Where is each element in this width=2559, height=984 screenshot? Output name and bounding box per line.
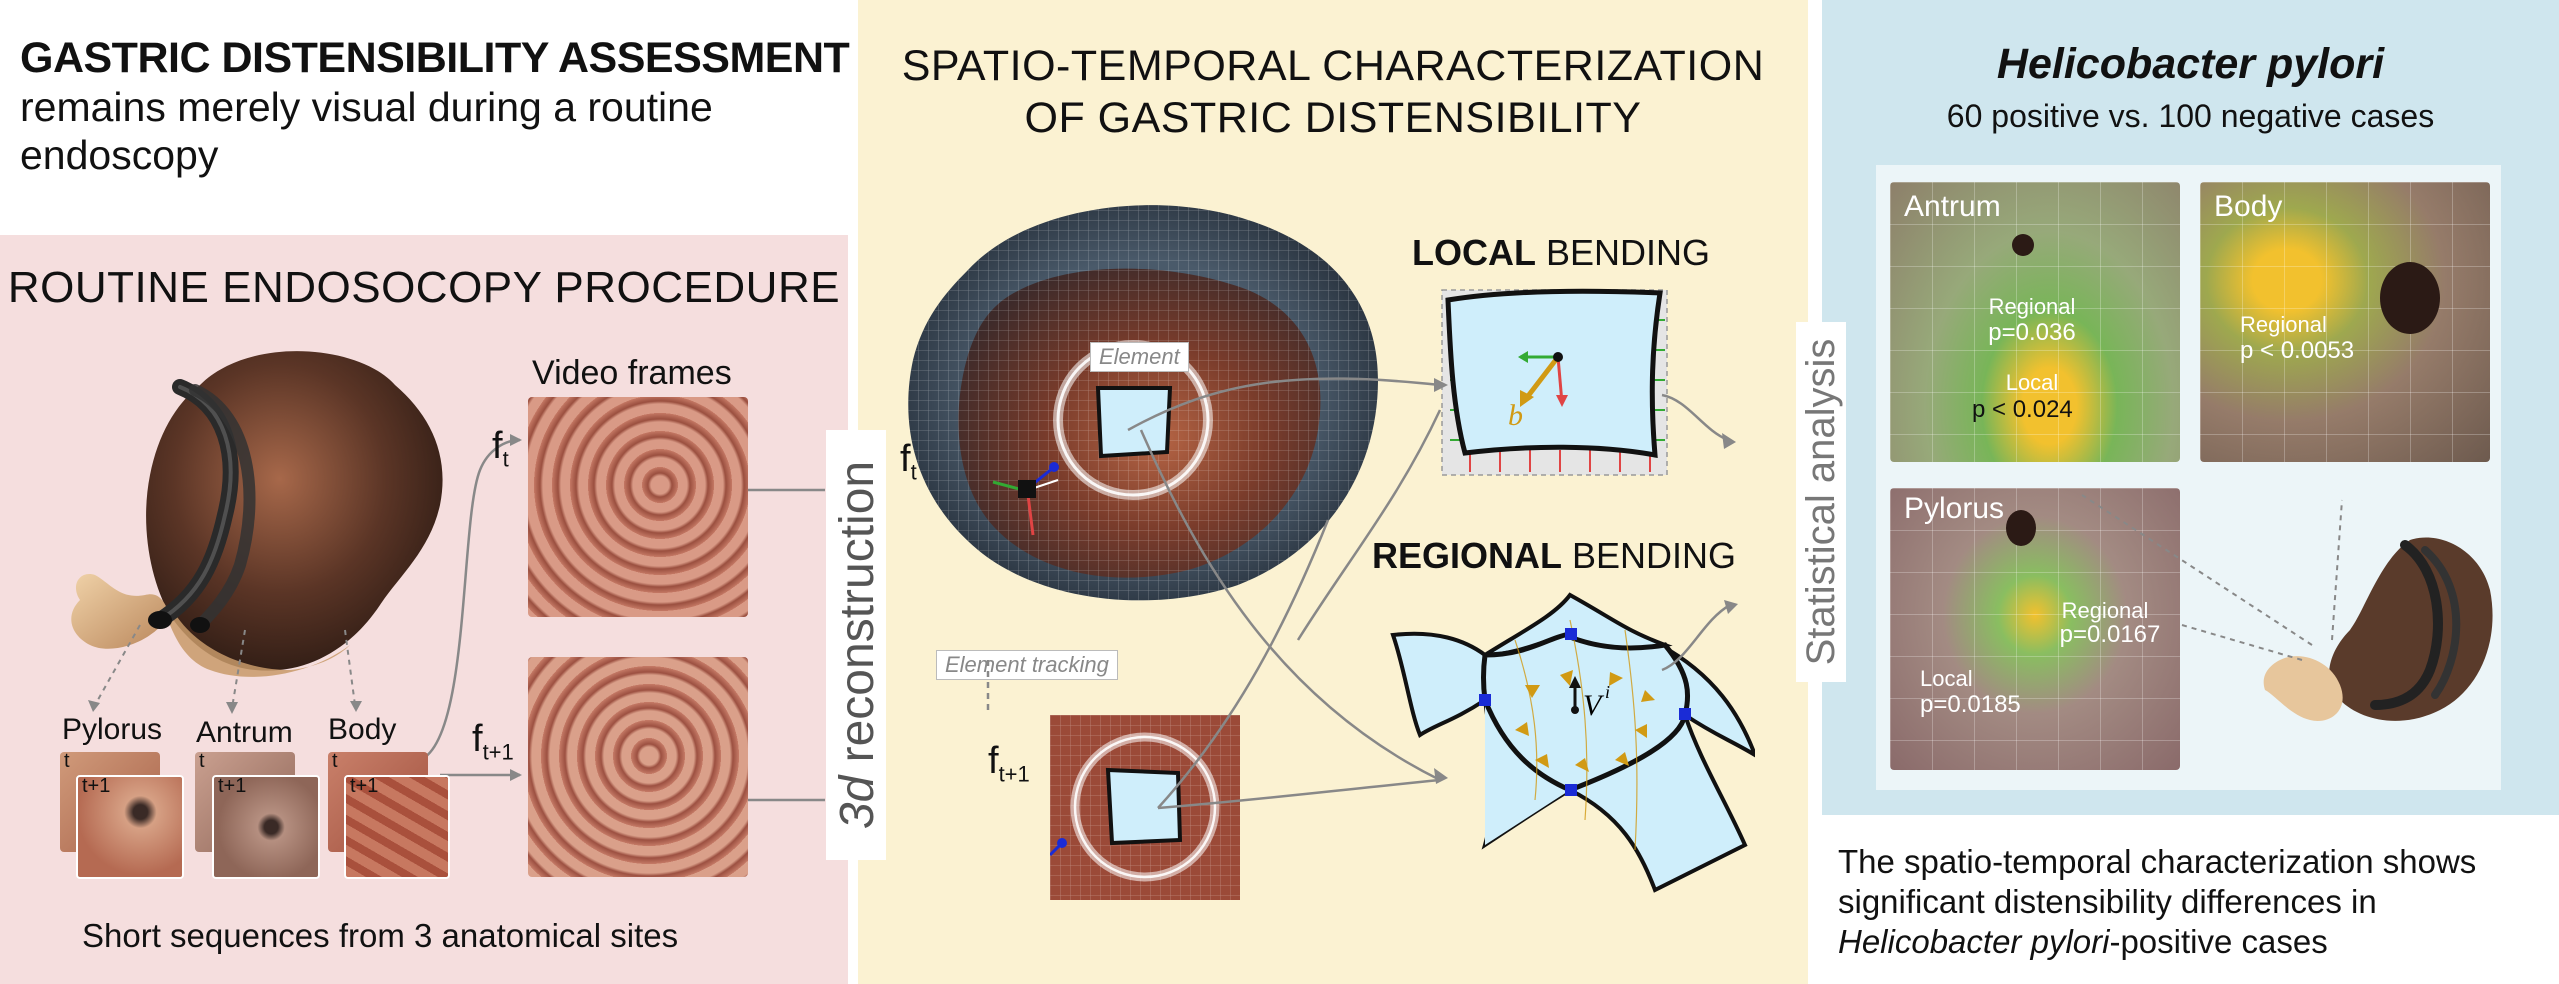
video-ft-label: ft bbox=[492, 425, 509, 472]
v-superscript: i bbox=[1605, 682, 1610, 702]
endoscopy-footer: Short sequences from 3 anatomical sites bbox=[82, 917, 679, 954]
heatmap-body: Body Regional p < 0.0053 bbox=[2200, 182, 2490, 462]
headline-line2: remains merely visual during a routine bbox=[20, 84, 713, 130]
right-leaders bbox=[2081, 494, 2343, 661]
pylorus-regional-p: p=0.0167 bbox=[2059, 621, 2161, 648]
heatmap-antrum: Antrum Regional p=0.036 Local p < 0.024 bbox=[1890, 182, 2180, 462]
antrum-local-p: p < 0.024 bbox=[1972, 396, 2073, 423]
headline: GASTRIC DISTENSIBILITY ASSESSMENT remain… bbox=[20, 34, 850, 180]
body-regional-p: p < 0.0053 bbox=[2240, 337, 2355, 364]
regional-bending-title: REGIONAL BENDING bbox=[1372, 535, 1737, 576]
video-frame-t1 bbox=[528, 657, 748, 877]
pylorus-thumb-t1: t+1 bbox=[76, 775, 184, 879]
caption-line1: The spatio-temporal characterization sho… bbox=[1838, 843, 2477, 880]
thumb-t-label: t bbox=[332, 750, 338, 772]
thumb-t-label: t bbox=[199, 750, 205, 772]
endoscopy-section-title: ROUTINE ENDOSOCOPY PROCEDURE bbox=[7, 263, 841, 312]
site-label-pylorus: Pylorus bbox=[62, 713, 163, 746]
element-tracking-tag: Element tracking bbox=[936, 650, 1118, 680]
pylorus-lumen bbox=[2006, 510, 2036, 546]
middle-title-line1: SPATIO-TEMPORAL CHARACTERIZATION bbox=[901, 42, 1765, 90]
antrum-regional-label: Regional bbox=[1988, 294, 2076, 319]
results-caption: The spatio-temporal characterization sho… bbox=[1838, 842, 2548, 962]
site-leaders bbox=[88, 434, 825, 802]
antrum-local-label: Local bbox=[2005, 370, 2059, 395]
antrum-lumen bbox=[2012, 234, 2034, 256]
body-thumb-t1: t+1 bbox=[344, 775, 450, 879]
v-symbol: V bbox=[1583, 689, 1605, 722]
antrum-regional-p: p=0.036 bbox=[1988, 319, 2076, 346]
results-title: Helicobacter pylori bbox=[1996, 40, 2385, 88]
pylorus-local-p: p=0.0185 bbox=[1920, 691, 2021, 718]
heatmap-site-pylorus: Pylorus bbox=[1904, 492, 2005, 525]
statistical-analysis-bar bbox=[1796, 322, 1846, 682]
results-subtitle: 60 positive vs. 100 negative cases bbox=[1946, 98, 2435, 134]
headline-line3: endoscopy bbox=[20, 132, 219, 178]
middle-title: SPATIO-TEMPORAL CHARACTERIZATION OF GAST… bbox=[858, 40, 1808, 144]
stomach-endoscope-illustration bbox=[71, 351, 443, 677]
heatmap-grid bbox=[1890, 488, 2180, 770]
thumb-t1-label: t+1 bbox=[218, 775, 247, 797]
headline-bold: GASTRIC DISTENSIBILITY ASSESSMENT bbox=[20, 34, 850, 82]
axes-gizmo bbox=[992, 462, 1059, 536]
endoscope-tube-2 bbox=[189, 384, 256, 631]
middle-title-line2: OF GASTRIC DISTENSIBILITY bbox=[1024, 94, 1642, 142]
mesh-element bbox=[1095, 386, 1173, 459]
antrum-thumb-t1: t+1 bbox=[212, 775, 320, 879]
reconstruction-bar bbox=[826, 430, 886, 860]
mesh-ft1-label: ft+1 bbox=[988, 740, 1030, 787]
element-tag: Element bbox=[1090, 342, 1189, 372]
body-regional-label: Regional bbox=[2240, 312, 2327, 337]
stomach-antrum bbox=[71, 574, 170, 649]
heatmap-grid bbox=[2200, 182, 2490, 462]
b-symbol: b bbox=[1508, 399, 1523, 432]
local-bending-diagram: b bbox=[1441, 288, 1668, 476]
mesh-ft-label: ft bbox=[900, 438, 917, 485]
thumb-t1-label: t+1 bbox=[82, 775, 111, 797]
heatmap-site-body: Body bbox=[2214, 190, 2283, 223]
pylorus-local-label: Local bbox=[1920, 666, 1973, 691]
video-frame-t bbox=[528, 397, 748, 617]
video-frames-label: Video frames bbox=[532, 354, 732, 392]
thumb-t-label: t bbox=[64, 750, 70, 772]
pylorus-regional-label: Regional bbox=[2061, 598, 2149, 623]
site-label-antrum: Antrum bbox=[196, 716, 293, 749]
right-stomach-illustration bbox=[2263, 537, 2493, 721]
heatmap-site-antrum: Antrum bbox=[1904, 190, 2001, 223]
heatmap-pylorus: Pylorus Regional p=0.0167 Local p=0.0185 bbox=[1890, 488, 2180, 770]
caption-line3: Helicobacter pylori-positive cases bbox=[1838, 923, 2328, 960]
caption-line2: significant distensibility differences i… bbox=[1838, 883, 2377, 920]
site-label-body: Body bbox=[328, 713, 397, 746]
body-lumen bbox=[2380, 262, 2440, 334]
video-ft1-label: ft+1 bbox=[472, 718, 514, 765]
thumb-t1-label: t+1 bbox=[350, 775, 379, 797]
heatmap-grid bbox=[1890, 182, 2180, 462]
regional-bending-diagram: V i bbox=[1390, 592, 1755, 893]
stomach-lower bbox=[170, 605, 350, 677]
middle-connectors bbox=[986, 377, 1738, 810]
local-bending-title: LOCAL BENDING bbox=[1412, 232, 1711, 273]
